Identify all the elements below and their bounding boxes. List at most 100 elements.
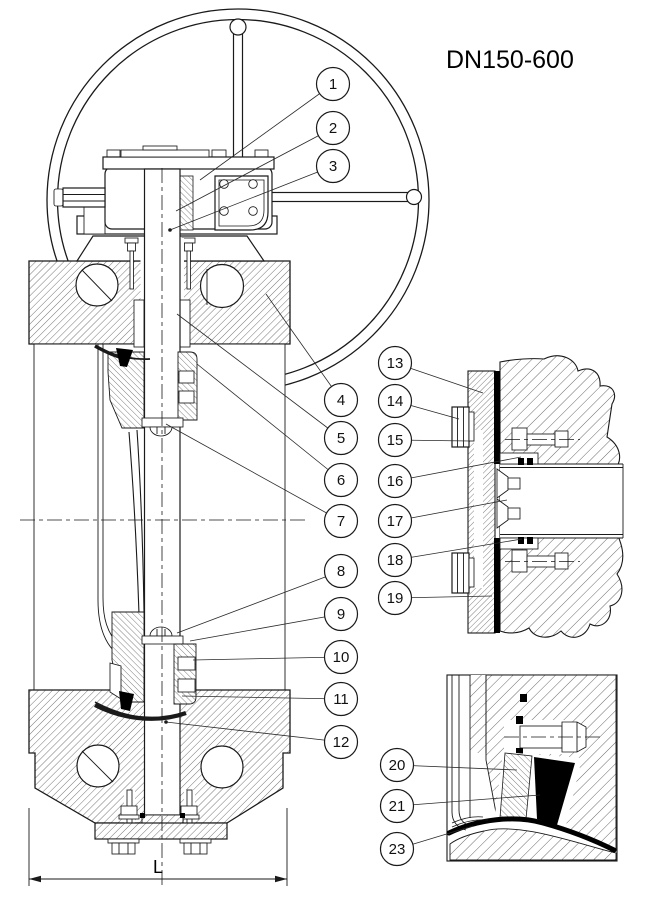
balloon-circle — [377, 580, 413, 616]
leader-dot — [164, 720, 168, 724]
balloon-circle — [315, 110, 351, 146]
bolt-hole-slot-line — [81, 269, 113, 302]
balloon-number: 21 — [389, 798, 406, 815]
detail2-oring-3 — [516, 748, 523, 756]
bottom-cover — [94, 789, 228, 855]
balloon-circle — [379, 747, 415, 783]
balloon-circle — [323, 596, 359, 632]
balloon-circle — [379, 788, 415, 824]
detail2-seat-retainer — [499, 752, 533, 820]
detail1-oring-1 — [518, 458, 524, 465]
balloon-number: 1 — [329, 76, 337, 93]
balloon-circle — [377, 503, 413, 539]
balloon-8: 8 — [176, 553, 359, 634]
detail2-body-lower — [449, 828, 617, 861]
leader-line — [176, 313, 342, 439]
detail1-gasket-bottom — [494, 538, 500, 633]
lower-trunnion-cap — [141, 635, 184, 645]
balloon-3: 3 — [168, 148, 351, 232]
balloon-number: 20 — [389, 757, 406, 774]
gearbox-cover-plate — [120, 149, 210, 158]
handwheel-spoke-horizontal — [249, 191, 411, 203]
leader-line — [165, 423, 342, 522]
dim-arrow-right — [275, 875, 287, 883]
leader-line — [165, 721, 342, 743]
leader-line — [192, 656, 342, 661]
stem-bushing-left — [133, 299, 145, 348]
balloon-1: 1 — [199, 66, 351, 181]
gearbox-side-plate-inner — [218, 179, 265, 227]
stem-bottom-plug — [141, 814, 184, 824]
dim-arrow-left — [29, 875, 41, 883]
worm-shaft-hex — [62, 187, 106, 208]
detail2-oring-2 — [516, 716, 523, 724]
balloon-circle — [323, 639, 359, 675]
leader-line — [396, 764, 518, 771]
leader-line — [181, 695, 342, 700]
balloon-number: 10 — [333, 649, 350, 666]
gearbox-top-plate — [102, 156, 275, 170]
lower-hub-block — [173, 643, 197, 705]
balloon-circle — [377, 542, 413, 578]
upper-trunnion-cap — [141, 417, 184, 428]
balloon-circle — [377, 422, 413, 458]
bore-wall-left-inner1 — [97, 344, 114, 651]
detail1-oring-4 — [527, 537, 533, 544]
balloon-16: 16 — [377, 456, 522, 499]
balloon-circle — [315, 148, 351, 184]
balloon-circle — [323, 503, 359, 539]
detail1-oring-3 — [518, 537, 524, 544]
detail1-oring-2 — [527, 458, 533, 465]
balloon-7: 7 — [165, 423, 359, 539]
leader-line — [189, 613, 342, 642]
handwheel-spoke-vertical — [232, 27, 244, 171]
dimension-label: L — [153, 857, 163, 877]
balloon-circle — [323, 420, 359, 456]
balloon-19: 19 — [377, 580, 493, 616]
detail1-bolt-channel — [474, 430, 483, 588]
detail1-countersunk-screws — [496, 468, 521, 529]
balloon-9: 9 — [189, 596, 359, 642]
balloon-number: 4 — [337, 392, 345, 409]
bolt-hole-bottom-left — [76, 744, 120, 788]
lower-hub-bolt-2 — [177, 678, 196, 693]
detail1-pin-top — [505, 427, 580, 451]
lower-seat-thick — [94, 703, 187, 721]
balloon-number: 14 — [387, 393, 404, 410]
balloon-number: 9 — [337, 606, 345, 623]
stem-bushing-right — [179, 299, 191, 348]
balloon-circle — [379, 831, 415, 867]
detail1-hex-bolt-top — [451, 406, 475, 448]
balloon-number: 7 — [337, 513, 345, 530]
disc-edge-curve-2 — [128, 431, 140, 615]
leader-line — [396, 794, 541, 807]
leader-line — [196, 363, 342, 481]
gearbox-cover-tab — [142, 145, 178, 151]
detail2-oring-1 — [520, 694, 527, 702]
worm-shaft-cap — [53, 188, 64, 207]
balloon-number: 17 — [387, 513, 404, 530]
detail1-hub-band — [500, 464, 623, 538]
balloon-number: 16 — [387, 473, 404, 490]
leader-line — [169, 165, 334, 231]
bolt-hole-top-right — [199, 263, 245, 309]
balloon-circle — [377, 383, 413, 419]
balloon-number: 19 — [387, 590, 404, 607]
gland-stud-left — [124, 237, 139, 290]
plate-bolt-4 — [248, 206, 258, 216]
plate-bolt-2 — [248, 179, 258, 189]
balloon-12: 12 — [164, 720, 359, 760]
leader-line — [265, 293, 342, 401]
leader-line — [199, 83, 334, 181]
upper-seat-ring — [107, 351, 145, 429]
disc-assembly — [94, 344, 198, 721]
balloon-number: 23 — [389, 841, 406, 858]
detail2-seal-wedge — [534, 757, 575, 825]
balloon-number: 11 — [333, 691, 349, 708]
handwheel-spoke-cap-top — [229, 18, 247, 36]
detail2-seat-liner-thick — [446, 816, 617, 853]
bolt-hole-slot-line-2 — [81, 750, 114, 783]
balloon-4: 4 — [265, 293, 359, 418]
